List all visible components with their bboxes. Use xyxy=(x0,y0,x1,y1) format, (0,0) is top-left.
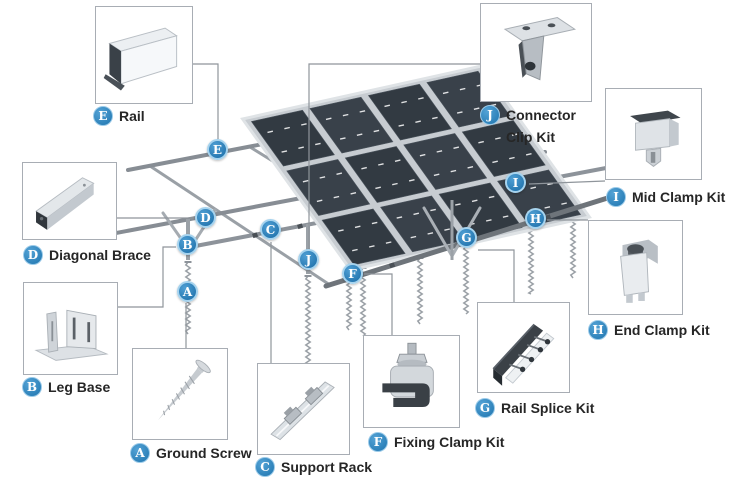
ground-screw-product-image xyxy=(158,359,211,421)
connector-clip-kit-label: Connector Clip Kit xyxy=(506,107,576,145)
scene-marker-connector-clip-kit: J xyxy=(298,249,319,270)
badge-D: D xyxy=(23,245,43,265)
fixing-clamp-kit-label: Fixing Clamp Kit xyxy=(394,434,505,450)
badge-F: F xyxy=(368,432,388,452)
support-rack-label: Support Rack xyxy=(281,459,373,475)
diagonal-brace-product-image xyxy=(35,177,95,230)
mid-clamp-thumbnail-box xyxy=(605,88,702,180)
scene-marker-support-rack: C xyxy=(260,219,281,240)
badge-I: I xyxy=(606,187,626,207)
end-clamp-thumbnail-box xyxy=(588,220,683,315)
label-fixing-clamp-kit: F Fixing Clamp Kit xyxy=(368,432,504,452)
scene-marker-diagonal-brace: D xyxy=(195,207,216,228)
badge-A: A xyxy=(130,443,150,463)
rail-product-image xyxy=(103,27,178,91)
rail-label: Rail xyxy=(119,108,145,124)
ground-screw-label: Ground Screw xyxy=(156,445,252,461)
diagonal-brace-thumbnail-box xyxy=(22,162,117,240)
fixing-clamp-thumbnail-box xyxy=(363,335,460,428)
scene-marker-mid-clamp-kit: I xyxy=(505,172,526,193)
label-mid-clamp-kit: I Mid Clamp Kit xyxy=(606,187,725,207)
callout-connector-lines xyxy=(117,63,606,363)
connector-clip-product-image xyxy=(503,17,577,81)
scene-marker-leg-base: B xyxy=(177,234,198,255)
label-rail: E Rail xyxy=(93,106,145,126)
label-end-clamp-kit: H End Clamp Kit xyxy=(588,320,710,340)
badge-H: H xyxy=(588,320,608,340)
badge-G: G xyxy=(475,398,495,418)
end-clamp-product-image xyxy=(620,239,658,303)
ground-screw-thumbnail-box xyxy=(132,348,228,440)
badge-B: B xyxy=(22,377,42,397)
support-rack-product-image xyxy=(270,381,335,441)
label-support-rack: C Support Rack xyxy=(255,457,372,477)
connector-clip-thumbnail-box xyxy=(480,3,592,102)
fixing-clamp-product-image xyxy=(382,342,434,407)
scene-marker-end-clamp-kit: H xyxy=(525,208,546,229)
label-ground-screw: A Ground Screw xyxy=(130,443,252,463)
label-rail-splice-kit: G Rail Splice Kit xyxy=(475,398,594,418)
label-connector-clip-kit: J Connector Clip Kit xyxy=(480,105,586,148)
scene-marker-fixing-clamp-kit: F xyxy=(342,263,363,284)
diagonal-brace-label: Diagonal Brace xyxy=(49,247,151,263)
scene-marker-rail: E xyxy=(207,139,228,160)
leg-base-product-image xyxy=(34,309,109,361)
rail-thumbnail-box xyxy=(95,6,193,104)
scene-marker-ground-screw: A xyxy=(177,281,198,302)
label-diagonal-brace: D Diagonal Brace xyxy=(23,245,151,265)
badge-E: E xyxy=(93,106,113,126)
badge-C: C xyxy=(255,457,275,477)
mid-clamp-kit-label: Mid Clamp Kit xyxy=(632,189,726,205)
mid-clamp-product-image xyxy=(630,110,681,167)
end-clamp-kit-label: End Clamp Kit xyxy=(614,322,710,338)
rail-splice-kit-label: Rail Splice Kit xyxy=(501,400,595,416)
rail-splice-thumbnail-box xyxy=(477,302,570,393)
label-leg-base: B Leg Base xyxy=(22,377,110,397)
rail-splice-product-image xyxy=(492,323,555,386)
leg-base-thumbnail-box xyxy=(23,282,118,375)
support-rack-thumbnail-box xyxy=(257,363,350,455)
scene-marker-rail-splice-kit: G xyxy=(456,227,477,248)
badge-J: J xyxy=(480,105,500,125)
leg-base-label: Leg Base xyxy=(48,379,111,395)
